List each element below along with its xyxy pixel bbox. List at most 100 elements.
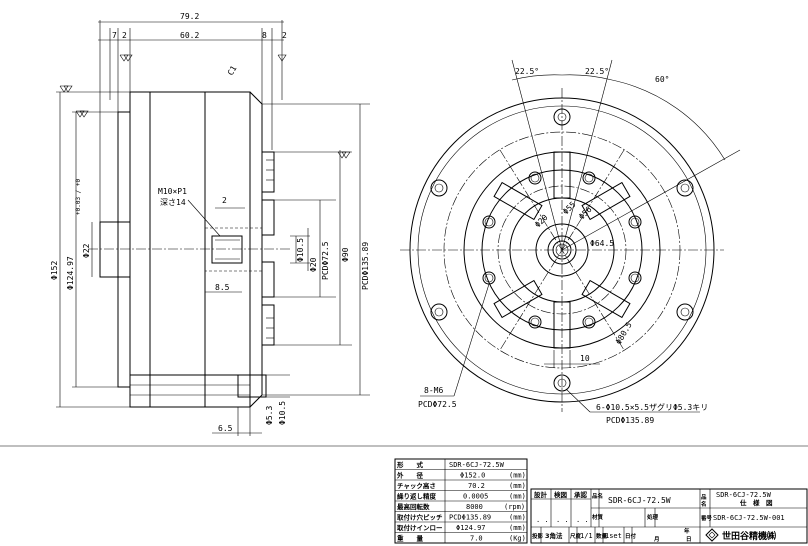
spec-value: Φ124.97: [456, 524, 486, 532]
dim-10: 10: [580, 354, 590, 363]
dim-6-5: 6.5: [218, 424, 233, 433]
spec-sheet-label: 仕 様 図: [739, 498, 773, 507]
company-name: 世田谷精機㈱: [722, 530, 776, 542]
thread-bore: [211, 235, 243, 264]
number-label: 番号: [700, 514, 713, 522]
spec-unit: (mm): [509, 472, 526, 480]
spec-table: 形 式 SDR-6CJ-72.5W 外 径 Φ152.0 (mm) チャック高さ…: [394, 458, 528, 544]
svg-text:. .: . .: [536, 516, 549, 524]
dim-dia-90: Φ90: [341, 247, 350, 262]
angle-22-5-right: 22.5°: [585, 67, 609, 76]
dim-dia-10-5-b: Φ10.5: [278, 401, 287, 425]
jaw-slots: [493, 151, 631, 349]
dim-8-5: 8.5: [215, 283, 230, 292]
inlay-step: [117, 111, 131, 388]
angle-22-5-left: 22.5°: [515, 67, 539, 76]
dim-dia-64-5: Φ64.5: [590, 239, 614, 248]
spec-unit: (mm): [509, 524, 526, 532]
spec-row: 取付けインロー Φ124.97 (mm): [397, 523, 526, 532]
dim-2-right: 2: [282, 31, 287, 40]
spec-value: 0.0005: [463, 493, 488, 501]
front-view: 22.5° 22.5° 60° Φ20 Φ55 Φ56 Φ64.5 Φ80.5 …: [400, 59, 741, 425]
date-month: 月: [653, 535, 660, 543]
product-name: SDR-6CJ-72.5W: [716, 491, 772, 499]
spec-unit: (mm): [509, 514, 526, 522]
title-block: 設計 検図 承認 . . . . . . 品名 SDR-6CJ-72.5W 材質…: [530, 488, 808, 544]
svg-text:. .: . .: [576, 516, 589, 524]
drawing-name: SDR-6CJ-72.5W: [608, 496, 671, 505]
date-day: 日: [686, 536, 692, 543]
dim-overall-length: 79.2: [180, 12, 199, 21]
spec-row: チャック高さ 70.2 (mm): [397, 481, 526, 490]
thread-note: M10×P1: [158, 187, 187, 196]
spec-row: 繰り返し精度 0.0005 (mm): [397, 492, 526, 501]
check-header-inspect: 検図: [554, 490, 568, 499]
spec-value: Φ152.0: [460, 472, 485, 480]
dim-dia-5-3: Φ5.3: [265, 406, 274, 425]
dim-dia-124: Φ124.97: [66, 256, 75, 290]
note-counterbore: 6-Φ10.5×5.5ザグリΦ5.3キリ: [596, 402, 708, 412]
spec-row: 外 径 Φ152.0 (mm): [397, 471, 526, 480]
spec-value: PCDΦ135.89: [449, 514, 491, 522]
date-year: 年: [684, 527, 690, 535]
check-header-approve: 承認: [574, 490, 588, 499]
dim-dia-22: Φ22: [82, 243, 91, 258]
spec-unit: (mm): [509, 482, 526, 490]
svg-text:. .: . .: [556, 516, 569, 524]
spec-label: 取付けインロー: [397, 523, 443, 532]
dim-dia-10-5: Φ10.5: [296, 238, 305, 262]
finish-marks: [59, 54, 351, 159]
spec-value: 70.2: [468, 482, 485, 490]
material-label: 材質: [592, 513, 604, 521]
svg-text:品: 品: [701, 493, 707, 501]
m6-holes: [482, 171, 642, 329]
company-logo: [705, 528, 719, 542]
dim-2-left: 2: [122, 31, 127, 40]
mounting-holes: [430, 108, 694, 392]
spec-label: 形 式: [397, 460, 424, 469]
spec-label: 外 径: [397, 471, 424, 480]
scale-value: 1/1: [580, 532, 593, 540]
note-m6-pcd: PCDΦ72.5: [418, 400, 457, 409]
spec-label: 最高回転数: [397, 502, 430, 511]
dim-dia-124-tol: +0.03 / +0: [75, 178, 82, 215]
spec-row: 重 量 7.0 (Kg): [397, 534, 526, 543]
spec-label: 取付け穴ピッチ: [397, 513, 443, 522]
spec-value: 8000: [466, 503, 483, 511]
treatment-label: 処理: [646, 513, 659, 521]
rear-hub: [99, 221, 131, 278]
side-view: 79.2 7 2 60.2 8 2 C1 Φ152: [50, 12, 370, 436]
projection-value: 3角法: [545, 531, 563, 540]
dim-pcd-135: PCDΦ135.89: [361, 242, 370, 290]
spec-value: 7.0: [470, 535, 483, 543]
note-m6: 8-M6: [424, 386, 443, 395]
chamfer-label: C1: [226, 64, 239, 77]
spec-row: 最高回転数 8000 (rpm): [397, 502, 525, 511]
spec-value: SDR-6CJ-72.5W: [449, 461, 505, 469]
spec-row: 形 式 SDR-6CJ-72.5W: [397, 460, 505, 469]
chuck-body: [129, 91, 251, 408]
dim-dia-152: Φ152: [50, 261, 59, 280]
projection-label: 投影: [532, 532, 544, 540]
dim-dia-80-5: Φ80.5: [614, 320, 634, 346]
date-label: 日付: [625, 532, 637, 540]
jaws: [261, 151, 275, 346]
svg-text:名: 名: [701, 500, 707, 508]
thread-depth: 深さ14: [160, 198, 186, 207]
scale-label: 尺度: [570, 532, 582, 540]
dim-2-thread: 2: [222, 196, 227, 205]
dim-dia-55: Φ55: [561, 200, 578, 217]
spec-row: 取付け穴ピッチ PCDΦ135.89 (mm): [397, 513, 526, 522]
spec-unit: (mm): [509, 493, 526, 501]
check-header-design: 設計: [534, 490, 548, 499]
name-label: 品名: [592, 492, 603, 500]
dim-front-dia-20: Φ20: [533, 213, 550, 230]
dim-pcd-72-5: PCDΦ72.5: [321, 241, 330, 280]
dim-8: 8: [262, 31, 267, 40]
dim-body-length: 60.2: [180, 31, 199, 40]
dim-7: 7: [112, 31, 117, 40]
note-counterbore-pcd: PCDΦ135.89: [606, 416, 654, 425]
spec-label: チャック高さ: [397, 481, 436, 490]
